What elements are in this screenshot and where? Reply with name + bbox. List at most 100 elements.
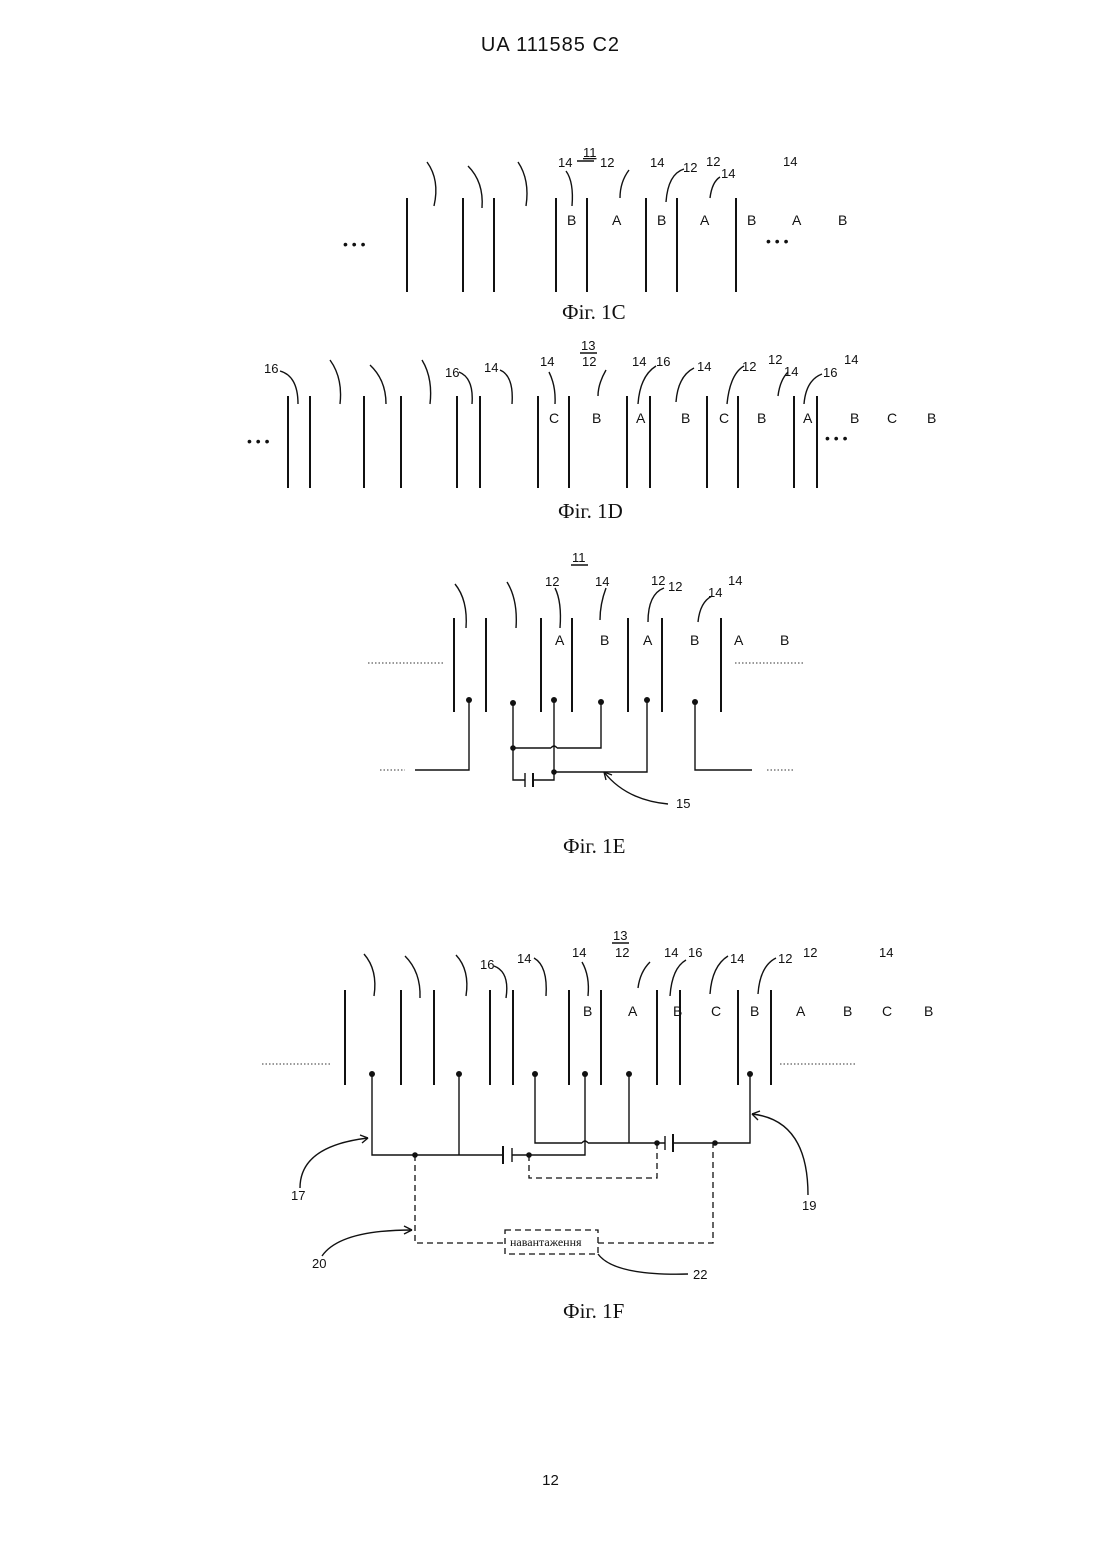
label-1e-4: 14 <box>708 585 722 600</box>
letter-1f-6: B <box>843 1003 852 1019</box>
letter-1f-0: B <box>583 1003 592 1019</box>
label-1c-4: 12 <box>706 154 720 169</box>
ref-labels-1d: 16 16 14 14 12 14 16 14 12 12 14 16 14 1… <box>264 338 858 380</box>
label-1f-1: 14 <box>517 951 531 966</box>
letter-1d-5: B <box>757 410 766 426</box>
caption-fig-1c: Фіг. 1C <box>562 300 626 324</box>
label-1d-10: 14 <box>784 364 798 379</box>
label-1f-5: 16 <box>688 945 702 960</box>
label-1e-5: 14 <box>728 573 742 588</box>
letter-1c-4: B <box>747 212 756 228</box>
label-1e-2: 12 <box>651 573 665 588</box>
label-1c-1: 12 <box>600 155 614 170</box>
layer-letters-1f: B A B C B A B C B <box>583 1003 933 1019</box>
letter-1c-5: A <box>792 212 802 228</box>
label-1e-6: 15 <box>676 796 690 811</box>
caption-fig-1f: Фіг. 1F <box>563 1299 624 1323</box>
figure-1c: • • • 14 12 <box>343 145 847 324</box>
letter-1d-3: B <box>681 410 690 426</box>
label-1e-1: 14 <box>595 574 609 589</box>
layer-letters-1e: A B A B A B <box>555 632 789 648</box>
letter-1f-4: B <box>750 1003 759 1019</box>
label-1f-3: 12 <box>615 945 629 960</box>
electrode-lines-1f <box>345 990 771 1085</box>
label-1d-4: 12 <box>582 354 596 369</box>
label-1c-5: 14 <box>721 166 735 181</box>
figure-1e: 12 14 12 12 14 14 11 A B A B A B <box>368 550 805 858</box>
letter-1f-5: A <box>796 1003 806 1019</box>
label-1c-0: 14 <box>558 155 572 170</box>
electrode-lines-1e <box>454 618 721 712</box>
circuit-1f: навантаження 17 19 20 22 <box>291 1071 816 1282</box>
letter-1e-0: A <box>555 632 565 648</box>
ref-underlined-1d: 13 <box>581 338 595 353</box>
ref-labels-1c: 14 12 14 12 12 14 14 11 <box>558 145 797 181</box>
label-1f-6: 14 <box>730 951 744 966</box>
letter-1d-6: A <box>803 410 813 426</box>
letter-1c-0: B <box>567 212 576 228</box>
letter-1e-2: A <box>643 632 653 648</box>
label-1f-13: 22 <box>693 1267 707 1282</box>
label-1c-2: 14 <box>650 155 664 170</box>
letter-1e-4: A <box>734 632 744 648</box>
ref-underlined-1c: 11 <box>583 145 597 160</box>
letter-1e-3: B <box>690 632 699 648</box>
label-1d-7: 14 <box>697 359 711 374</box>
layer-letters-1c: B A B A B A B <box>567 212 847 228</box>
load-label: навантаження <box>510 1235 582 1249</box>
letter-1e-1: B <box>600 632 609 648</box>
label-1d-3: 14 <box>540 354 554 369</box>
letter-1f-7: C <box>882 1003 892 1019</box>
label-1d-6: 16 <box>656 354 670 369</box>
letter-1f-3: C <box>711 1003 721 1019</box>
ellipsis-left-1d: • • • <box>247 433 270 449</box>
letter-1d-1: B <box>592 410 601 426</box>
label-1f-2: 14 <box>572 945 586 960</box>
label-1e-3: 12 <box>668 579 682 594</box>
label-1d-0: 16 <box>264 361 278 376</box>
label-1d-9: 12 <box>768 352 782 367</box>
circuit-1e: 15 <box>380 697 793 811</box>
ref-underlined-1f: 13 <box>613 928 627 943</box>
letter-1d-9: B <box>927 410 936 426</box>
letter-1d-7: B <box>850 410 859 426</box>
label-1f-12: 20 <box>312 1256 326 1271</box>
letter-1c-3: A <box>700 212 710 228</box>
ellipsis-left-1c: • • • <box>343 236 366 252</box>
layer-letters-1d: C B A B C B A B C B <box>549 410 936 426</box>
label-1f-10: 17 <box>291 1188 305 1203</box>
label-1d-8: 12 <box>742 359 756 374</box>
label-1d-2: 14 <box>484 360 498 375</box>
label-1f-8: 12 <box>803 945 817 960</box>
label-1f-0: 16 <box>480 957 494 972</box>
letter-1c-2: B <box>657 212 666 228</box>
label-1f-7: 12 <box>778 951 792 966</box>
label-1c-6: 14 <box>783 154 797 169</box>
label-1c-3: 12 <box>683 160 697 175</box>
label-1d-1: 16 <box>445 365 459 380</box>
ref-labels-1e: 12 14 12 12 14 14 11 <box>545 550 742 600</box>
ellipsis-right-1d: • • • <box>825 430 848 446</box>
letter-1e-5: B <box>780 632 789 648</box>
label-1f-4: 14 <box>664 945 678 960</box>
label-1e-0: 12 <box>545 574 559 589</box>
label-1d-12: 14 <box>844 352 858 367</box>
letter-1f-1: A <box>628 1003 638 1019</box>
letter-1c-1: A <box>612 212 622 228</box>
figure-1d: • • • <box>247 338 936 523</box>
label-1d-5: 14 <box>632 354 646 369</box>
ref-underlined-1e: 11 <box>572 550 586 565</box>
page-number: 12 <box>0 1472 1101 1489</box>
letter-1c-6: B <box>838 212 847 228</box>
letter-1f-2: B <box>673 1003 682 1019</box>
label-1f-9: 14 <box>879 945 893 960</box>
label-1f-11: 19 <box>802 1198 816 1213</box>
label-1d-11: 16 <box>823 365 837 380</box>
letter-1d-0: C <box>549 410 559 426</box>
letter-1d-8: C <box>887 410 897 426</box>
ellipsis-right-1c: • • • <box>766 233 789 249</box>
letter-1d-4: C <box>719 410 729 426</box>
letter-1d-2: A <box>636 410 646 426</box>
